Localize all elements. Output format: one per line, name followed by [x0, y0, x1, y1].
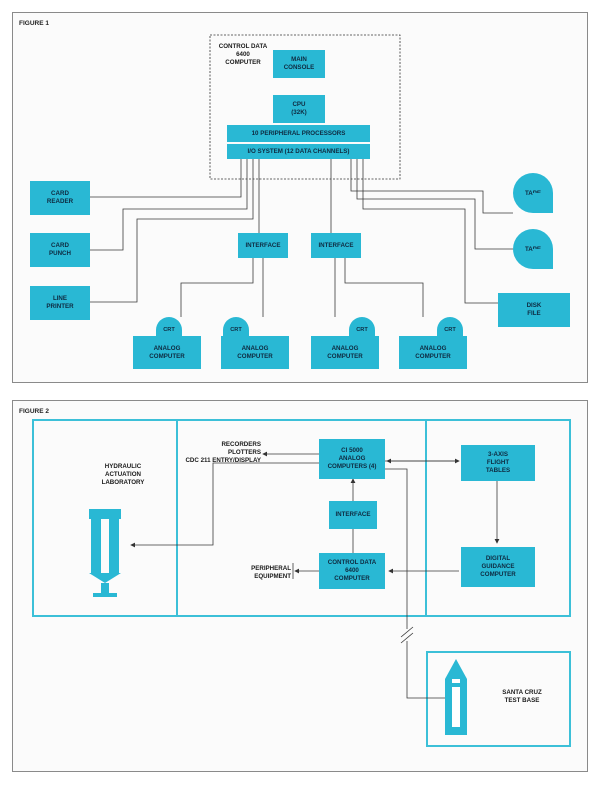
arrow-to-test-base [406, 641, 454, 701]
analog-computer-3: ANALOG COMPUTER [311, 336, 379, 369]
digital-guidance-box: DIGITAL GUIDANCE COMPUTER [461, 547, 535, 587]
crt-4-label: CRT [444, 327, 456, 333]
figure-1-wiring [90, 34, 513, 317]
computer-enclosure [209, 34, 401, 180]
break-mark-1 [400, 626, 414, 638]
crt-3-label: CRT [356, 327, 368, 333]
interface-2-box: INTERFACE [311, 233, 361, 258]
cdc6400-box: CONTROL DATA 6400 COMPUTER [319, 553, 385, 589]
hydraulic-lab-label: HYDRAULIC ACTUATION LABORATORY [101, 463, 145, 486]
lab-panel [32, 419, 571, 617]
line-printer-box: LINE PRINTER [30, 286, 90, 320]
figure-2-wiring [130, 419, 500, 701]
tape-2-tail [533, 249, 553, 269]
figure-2-title: FIGURE 2 [19, 408, 49, 415]
flight-tables-box: 3-AXIS FLIGHT TABLES [461, 445, 535, 481]
wire-card-punch [90, 159, 248, 251]
crt-1: CRT [156, 317, 182, 336]
figure-2: FIGURE 2 [12, 400, 588, 772]
computer-label: CONTROL DATA 6400 COMPUTER [218, 43, 268, 66]
crt-4: CRT [437, 317, 463, 336]
crt-2: CRT [223, 317, 249, 336]
wire-tape-2 [356, 159, 513, 250]
disk-file-box: DISK FILE [498, 293, 570, 327]
card-punch-box: CARD PUNCH [30, 233, 90, 267]
crt-2-label: CRT [230, 327, 242, 333]
break-mark-2 [400, 632, 414, 644]
tape-1-label: TAPE [525, 190, 541, 197]
peripheral-equipment-label: PERIPHERAL EQUIPMENT [251, 565, 291, 580]
interface-1-box: INTERFACE [238, 233, 288, 258]
interface-box: INTERFACE [329, 501, 377, 529]
wire-disk-file [362, 159, 498, 304]
peripheral-processors-box: 10 PERIPHERAL PROCESSORS [227, 125, 370, 142]
arrow-to-hydraulic [130, 462, 319, 548]
tape-1-tail [533, 193, 553, 213]
wire-analog-1 [180, 258, 254, 317]
crt-3: CRT [349, 317, 375, 336]
recorders-label: RECORDERS PLOTTERS CDC 211 ENTRY/DISPLAY [185, 441, 261, 464]
io-system-box: I/O SYSTEM (12 DATA CHANNELS) [227, 144, 370, 159]
wire-to-test-base-top [385, 468, 408, 629]
analog-computer-4: ANALOG COMPUTER [399, 336, 467, 369]
figure-1: FIGURE 1 CONTROL [12, 12, 588, 383]
missile-icon [445, 659, 467, 735]
main-console-box: MAIN CONSOLE [273, 50, 325, 78]
hydraulic-actuator-icon [89, 509, 121, 597]
analog-computer-2: ANALOG COMPUTER [221, 336, 289, 369]
santa-cruz-label: SANTA CRUZ TEST BASE [502, 689, 542, 704]
wire-card-reader [90, 159, 242, 198]
card-reader-box: CARD READER [30, 181, 90, 215]
wire-analog-4 [344, 258, 424, 317]
figure-1-title: FIGURE 1 [19, 20, 49, 27]
tape-2-label: TAPE [525, 246, 541, 253]
test-base-panel [426, 651, 571, 747]
analog-computer-1: ANALOG COMPUTER [133, 336, 201, 369]
wire-tape-1 [350, 159, 513, 214]
wire-line-printer [90, 159, 254, 303]
cpu-box: CPU (32K) [273, 95, 325, 123]
crt-1-label: CRT [163, 327, 175, 333]
ci5000-box: CI 5000 ANALOG COMPUTERS (4) [319, 439, 385, 479]
